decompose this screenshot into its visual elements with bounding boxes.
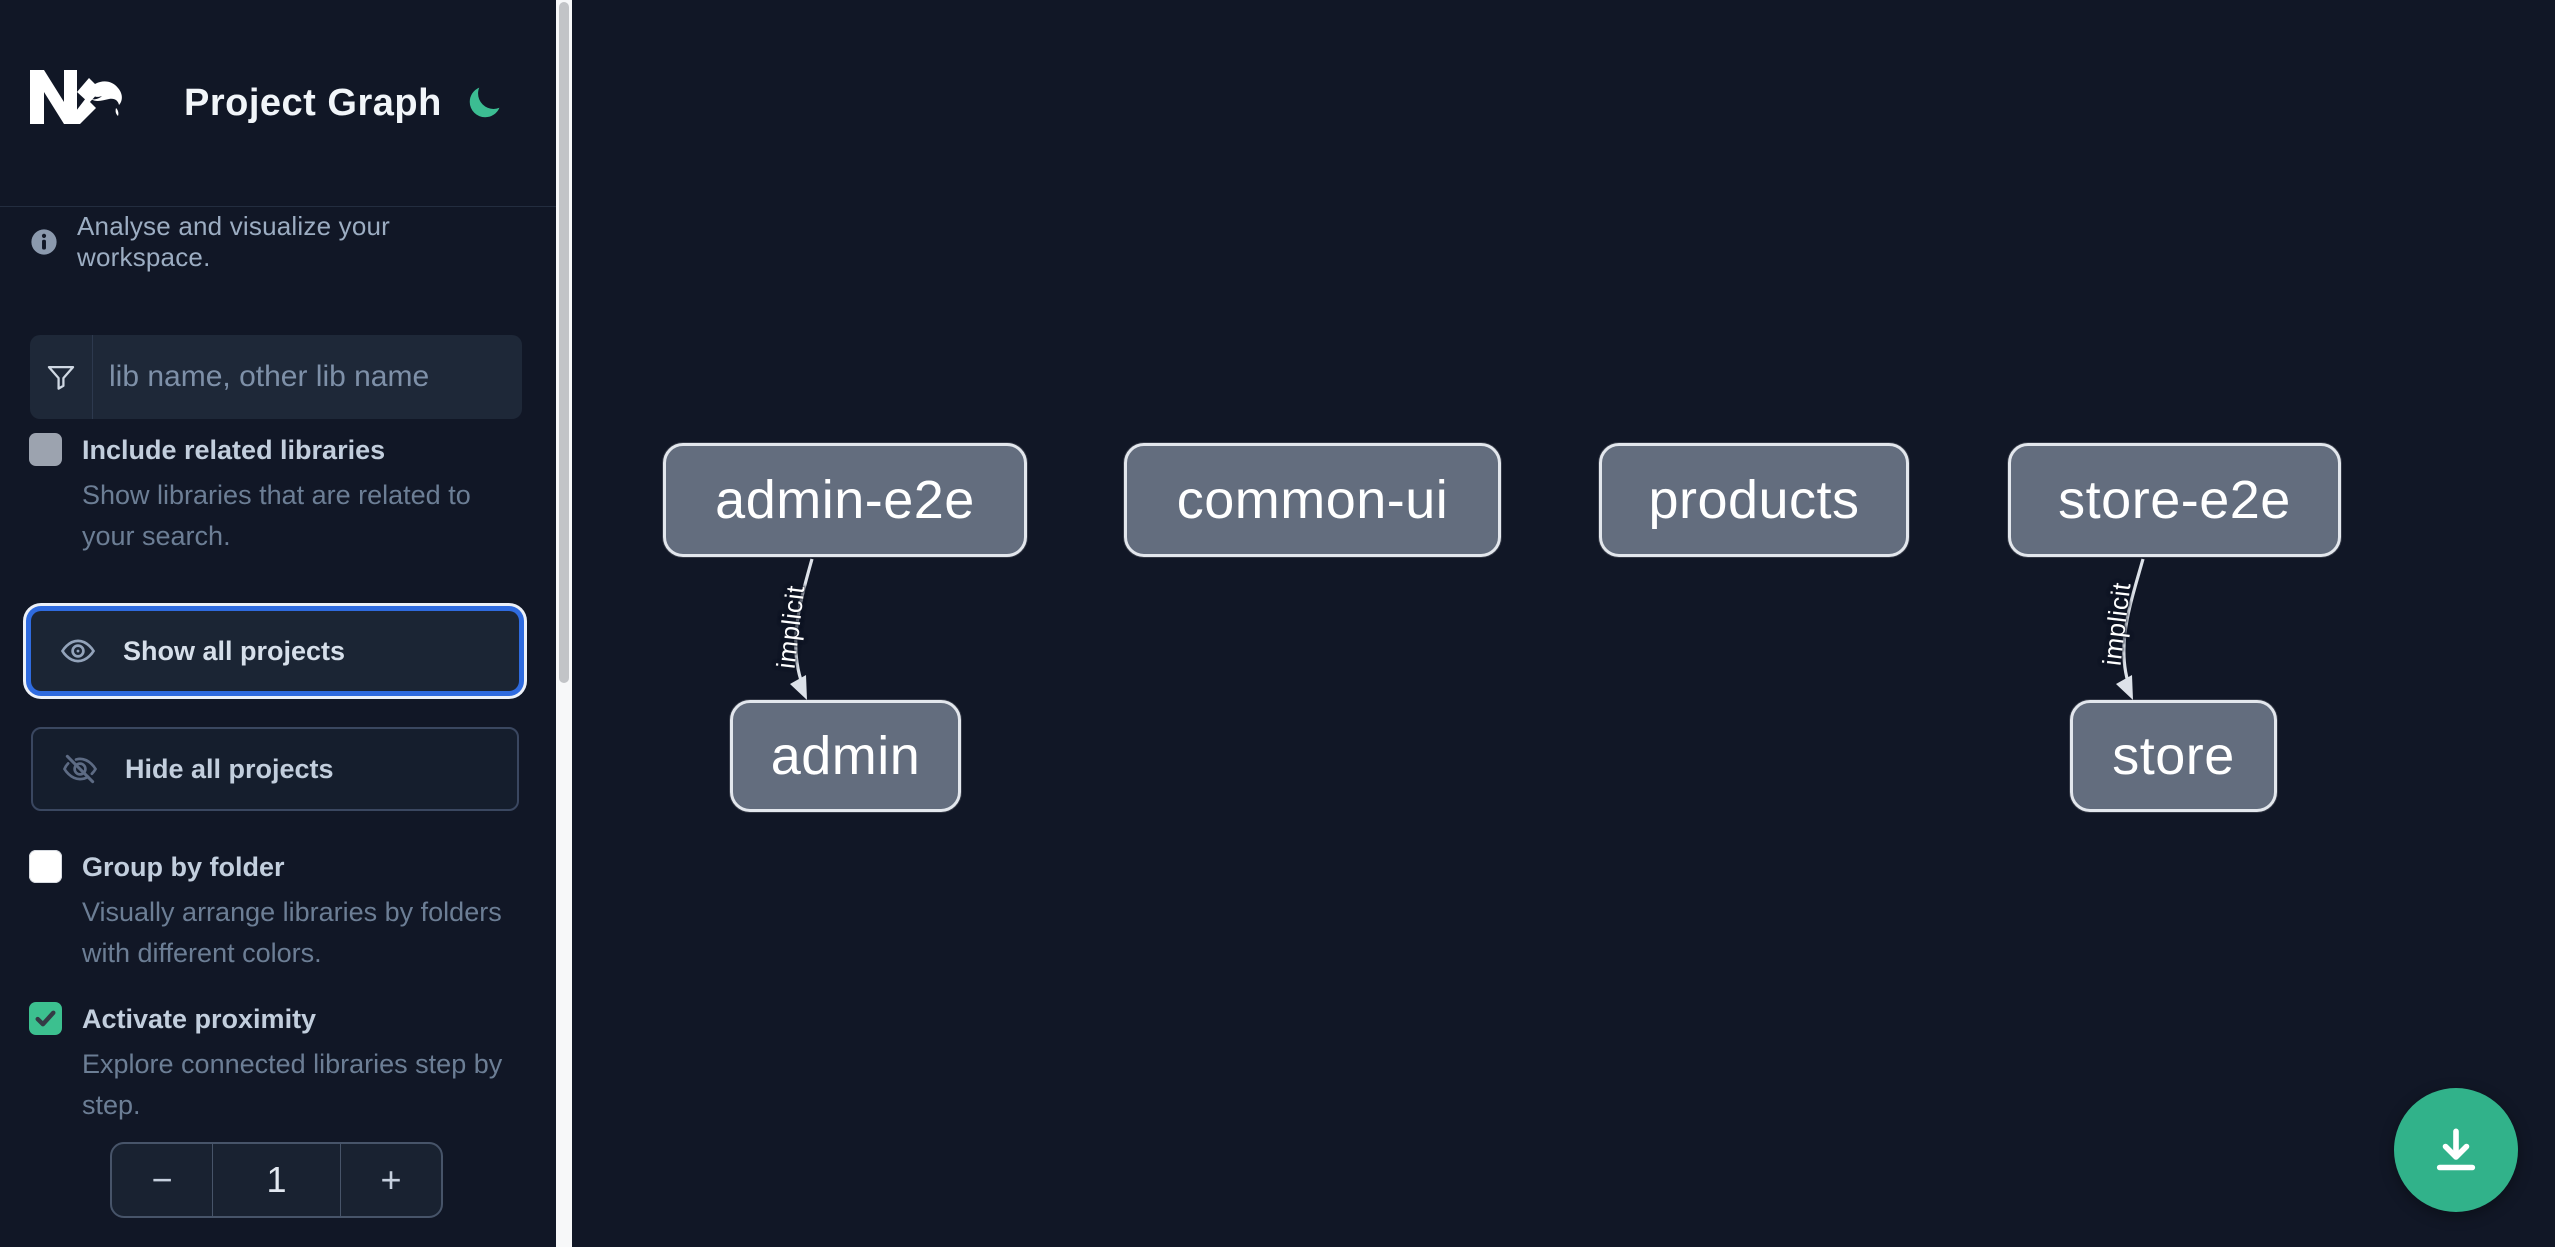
tagline-text: Analyse and visualize your workspace. (77, 211, 391, 272)
option-include-related: Include related libraries Show libraries… (29, 431, 529, 557)
search-input[interactable] (93, 335, 522, 419)
graph-node-products[interactable]: products (1599, 443, 1909, 557)
page-title: Project Graph (184, 81, 442, 124)
increment-button[interactable]: + (341, 1144, 441, 1216)
graph-node-store[interactable]: store (2070, 700, 2277, 812)
group-by-folder-label[interactable]: Group by folder (82, 852, 285, 882)
graph-node-admin-e2e[interactable]: admin-e2e (663, 443, 1027, 557)
include-related-description: Show libraries that are related to your … (82, 480, 471, 551)
info-icon (31, 229, 57, 255)
sidebar: Project Graph Analyse and visualize your… (0, 0, 556, 1247)
activate-proximity-checkbox[interactable] (29, 1002, 62, 1035)
download-graph-button[interactable] (2394, 1088, 2518, 1212)
sidebar-scrollbar[interactable] (556, 0, 572, 1247)
group-by-folder-description: Visually arrange libraries by folders wi… (82, 897, 502, 968)
show-all-projects-button[interactable]: Show all projects (31, 611, 519, 691)
filter-icon-cell (30, 335, 93, 419)
activate-proximity-description: Explore connected libraries step by step… (82, 1049, 503, 1120)
sidebar-header: Project Graph (0, 0, 556, 207)
option-group-by-folder: Group by folder Visually arrange librari… (29, 848, 529, 974)
search-box (30, 335, 522, 419)
tagline-row: Analyse and visualize your workspace. (30, 211, 530, 273)
proximity-depth-value: 1 (212, 1144, 341, 1216)
include-related-checkbox[interactable] (29, 433, 62, 466)
show-all-projects-label: Show all projects (123, 635, 346, 666)
group-by-folder-checkbox[interactable] (29, 850, 62, 883)
eye-slash-icon (62, 754, 98, 784)
sidebar-scrollbar-thumb[interactable] (559, 2, 569, 683)
checkmark-icon (35, 1010, 56, 1027)
graph-node-admin[interactable]: admin (730, 700, 961, 812)
hide-all-projects-button[interactable]: Hide all projects (31, 727, 519, 811)
graph-node-common-ui[interactable]: common-ui (1124, 443, 1501, 557)
download-icon (2436, 1128, 2476, 1171)
graph-canvas[interactable] (572, 0, 2555, 1247)
activate-proximity-label[interactable]: Activate proximity (82, 1004, 317, 1034)
nx-logo-icon (30, 70, 122, 124)
proximity-depth-stepper: − 1 + (110, 1142, 443, 1218)
eye-icon (60, 639, 96, 663)
graph-node-store-e2e[interactable]: store-e2e (2008, 443, 2341, 557)
decrement-button[interactable]: − (112, 1144, 212, 1216)
option-activate-proximity: Activate proximity Explore connected lib… (29, 1000, 529, 1126)
include-related-label[interactable]: Include related libraries (82, 435, 386, 465)
moon-icon (469, 87, 500, 118)
hide-all-projects-label: Hide all projects (125, 753, 334, 784)
funnel-filter-icon (47, 365, 75, 390)
theme-toggle-button[interactable] (464, 83, 504, 123)
